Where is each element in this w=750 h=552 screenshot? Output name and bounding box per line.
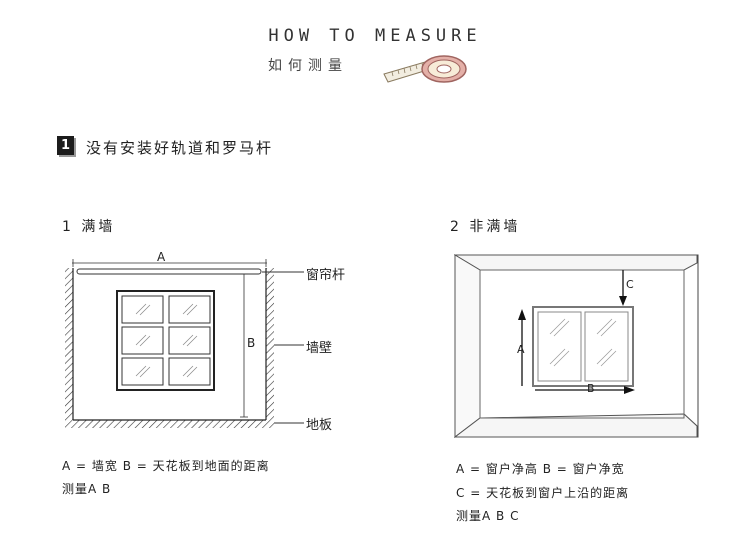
partial-wall-note-2: C = 天花板到窗户上沿的距离 [456,486,630,500]
callout-curtain-rod: 窗帘杆 [306,268,346,283]
label-a-right: A [517,343,525,356]
label-a: A [157,250,166,264]
label-b: B [247,336,256,350]
partial-wall-diagram [454,254,699,439]
section-number-badge: 1 [57,136,74,155]
partial-wall-note-1: A = 窗户净高 B = 窗户净宽 [456,462,625,476]
floor-hatch [73,420,266,428]
full-wall-diagram [65,259,304,428]
section-title: 没有安装好轨道和罗马杆 [86,139,274,157]
partial-wall-heading: 2 非满墙 [450,219,521,235]
partial-wall-note-3: 测量A B C [456,509,520,523]
full-wall-heading: 1 满墙 [62,219,116,235]
page-title-en: HOW TO MEASURE [268,26,482,46]
full-wall-note-2: 测量A B [62,482,112,496]
measuring-tape-icon [383,55,467,83]
page-title-cn: 如何测量 [268,58,348,74]
label-c-right: C [626,278,634,291]
left-wall-hatch [65,268,73,428]
right-wall-hatch [266,268,274,428]
callout-wall: 墙壁 [306,341,333,356]
callout-floor: 地板 [306,418,333,433]
label-b-right: B [587,382,595,395]
full-wall-note-1: A = 墙宽 B = 天花板到地面的距离 [62,459,270,473]
curtain-rod [76,268,262,275]
